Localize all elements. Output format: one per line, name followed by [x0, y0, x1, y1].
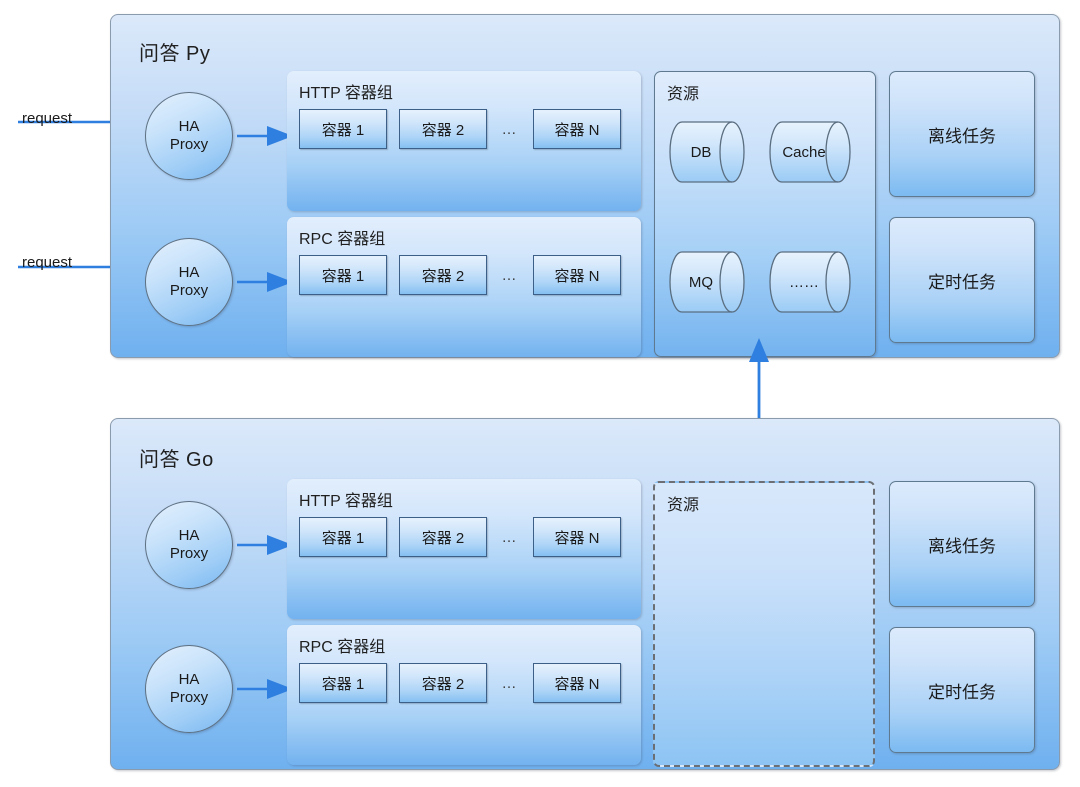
system-container-py: 问答 Py HA Proxy HA Proxy HTTP 容器组 容器 1 容器…	[110, 14, 1060, 358]
resource-cylinder-other-label: ……	[789, 273, 819, 291]
ha-proxy-line1: HA	[178, 671, 200, 689]
rpc-container-group-py: RPC 容器组 容器 1 容器 2 … 容器 N	[287, 217, 641, 357]
rpc-container-group-go: RPC 容器组 容器 1 容器 2 … 容器 N	[287, 625, 641, 765]
pod-row: 容器 1 容器 2 … 容器 N	[299, 517, 629, 557]
pod-ellipsis: …	[501, 120, 519, 138]
resource-panel-label: 资源	[667, 86, 700, 103]
pod-container-2[interactable]: 容器 2	[399, 109, 487, 149]
request-label-rpc: request	[22, 254, 73, 271]
ha-proxy-line2: Proxy	[169, 545, 209, 562]
resource-cylinder-db[interactable]: DB	[669, 121, 753, 183]
resource-cylinder-db-label: DB	[690, 143, 712, 161]
pod-container-2[interactable]: 容器 2	[399, 517, 487, 557]
pod-ellipsis: …	[501, 674, 519, 692]
ha-proxy-line1: HA	[178, 527, 200, 545]
pod-container-2[interactable]: 容器 2	[399, 663, 487, 703]
resource-cylinder-cache[interactable]: Cache	[769, 121, 853, 183]
scheduled-task-box-go[interactable]: 定时任务	[889, 627, 1035, 753]
pod-container-1[interactable]: 容器 1	[299, 663, 387, 703]
system-title-py: 问答 Py	[139, 43, 211, 65]
pod-container-n[interactable]: 容器 N	[533, 517, 621, 557]
resource-cylinder-cache-label: Cache	[782, 143, 826, 161]
system-title-go: 问答 Go	[139, 449, 214, 471]
pod-ellipsis: …	[501, 528, 519, 546]
pod-container-n[interactable]: 容器 N	[533, 663, 621, 703]
resource-panel-py: 资源 DB	[654, 71, 876, 357]
pod-row: 容器 1 容器 2 … 容器 N	[299, 255, 629, 295]
ha-proxy-http-go[interactable]: HA Proxy	[145, 501, 233, 589]
ha-proxy-line2: Proxy	[169, 136, 209, 153]
scheduled-task-box-py[interactable]: 定时任务	[889, 217, 1035, 343]
http-container-group-label: HTTP 容器组	[299, 85, 393, 102]
resource-panel-go: 资源	[653, 481, 875, 767]
ha-proxy-rpc-py[interactable]: HA Proxy	[145, 238, 233, 326]
system-container-go: 问答 Go HA Proxy HA Proxy HTTP 容器组 容器 1 容器…	[110, 418, 1060, 770]
resource-cylinder-other[interactable]: ……	[769, 251, 853, 313]
ha-proxy-rpc-go[interactable]: HA Proxy	[145, 645, 233, 733]
resource-cylinder-mq[interactable]: MQ	[669, 251, 753, 313]
pod-row: 容器 1 容器 2 … 容器 N	[299, 109, 629, 149]
pod-container-n[interactable]: 容器 N	[533, 255, 621, 295]
pod-container-n[interactable]: 容器 N	[533, 109, 621, 149]
offline-task-box-go[interactable]: 离线任务	[889, 481, 1035, 607]
pod-container-2[interactable]: 容器 2	[399, 255, 487, 295]
resource-cylinder-mq-label: MQ	[688, 273, 714, 291]
pod-row: 容器 1 容器 2 … 容器 N	[299, 663, 629, 703]
rpc-container-group-label: RPC 容器组	[299, 639, 386, 656]
ha-proxy-line2: Proxy	[169, 689, 209, 706]
pod-container-1[interactable]: 容器 1	[299, 109, 387, 149]
http-container-group-go: HTTP 容器组 容器 1 容器 2 … 容器 N	[287, 479, 641, 619]
ha-proxy-line1: HA	[178, 264, 200, 282]
offline-task-box-py[interactable]: 离线任务	[889, 71, 1035, 197]
pod-container-1[interactable]: 容器 1	[299, 255, 387, 295]
ha-proxy-line1: HA	[178, 118, 200, 136]
pod-container-1[interactable]: 容器 1	[299, 517, 387, 557]
http-container-group-label: HTTP 容器组	[299, 493, 393, 510]
ha-proxy-line2: Proxy	[169, 282, 209, 299]
pod-ellipsis: …	[501, 266, 519, 284]
resource-panel-label: 资源	[667, 497, 700, 514]
request-label-http: request	[22, 110, 73, 127]
ha-proxy-http-py[interactable]: HA Proxy	[145, 92, 233, 180]
http-container-group-py: HTTP 容器组 容器 1 容器 2 … 容器 N	[287, 71, 641, 211]
rpc-container-group-label: RPC 容器组	[299, 231, 386, 248]
